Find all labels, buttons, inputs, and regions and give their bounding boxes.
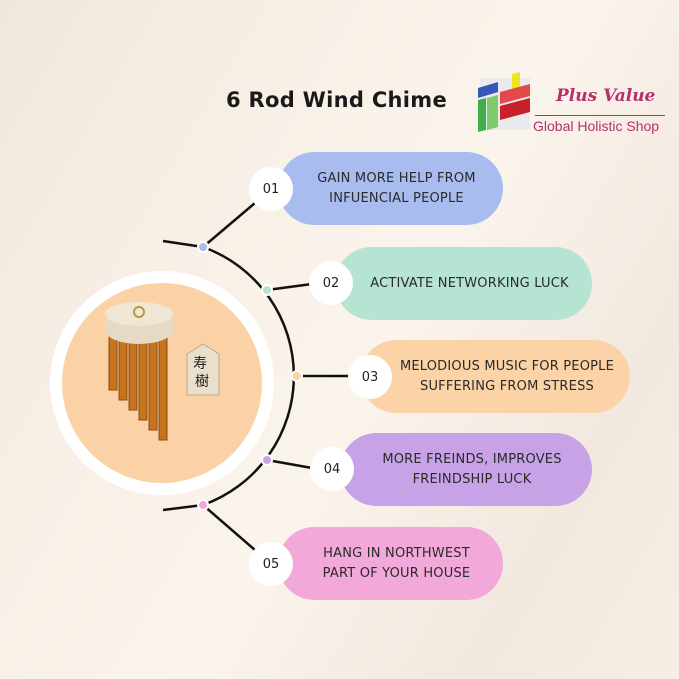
node-dot bbox=[197, 241, 209, 253]
benefit-number-04: 04 bbox=[310, 447, 354, 491]
benefit-pill-02: ACTIVATE NETWORKING LUCK bbox=[335, 247, 592, 320]
svg-text:寿: 寿 bbox=[193, 355, 207, 371]
benefit-pill-05: HANG IN NORTHWEST PART OF YOUR HOUSE bbox=[278, 527, 503, 600]
plus-value-logo bbox=[478, 72, 530, 132]
benefit-text: ACTIVATE NETWORKING LUCK bbox=[370, 275, 569, 291]
benefit-number-01: 01 bbox=[249, 167, 293, 211]
node-dot bbox=[291, 370, 303, 382]
benefit-number-02: 02 bbox=[309, 261, 353, 305]
node-dot bbox=[261, 284, 273, 296]
page-title: 6 Rod Wind Chime bbox=[226, 88, 448, 112]
benefit-pill-03: MELODIOUS MUSIC FOR PEOPLE SUFFERING FRO… bbox=[360, 340, 630, 413]
benefit-pill-01: GAIN MORE HELP FROM INFUENCIAL PEOPLE bbox=[278, 152, 503, 225]
wind-chime-image: 寿 樹 bbox=[105, 302, 220, 441]
brand-tagline: Global Holistic Shop bbox=[533, 118, 660, 134]
brand-name: Plus Value bbox=[556, 86, 656, 106]
brand-divider bbox=[535, 115, 665, 116]
node-dot bbox=[197, 499, 209, 511]
node-dot bbox=[261, 454, 273, 466]
svg-text:樹: 樹 bbox=[195, 373, 209, 389]
benefit-number-05: 05 bbox=[249, 542, 293, 586]
benefit-text: HANG IN NORTHWEST PART OF YOUR HOUSE bbox=[322, 546, 471, 581]
benefit-text: MELODIOUS MUSIC FOR PEOPLE SUFFERING FRO… bbox=[399, 359, 615, 394]
benefit-text: GAIN MORE HELP FROM INFUENCIAL PEOPLE bbox=[317, 171, 476, 206]
benefit-pill-04: MORE FREINDS, IMPROVES FREINDSHIP LUCK bbox=[340, 433, 592, 506]
benefit-number-03: 03 bbox=[348, 355, 392, 399]
benefit-text: MORE FREINDS, IMPROVES FREINDSHIP LUCK bbox=[382, 452, 562, 487]
